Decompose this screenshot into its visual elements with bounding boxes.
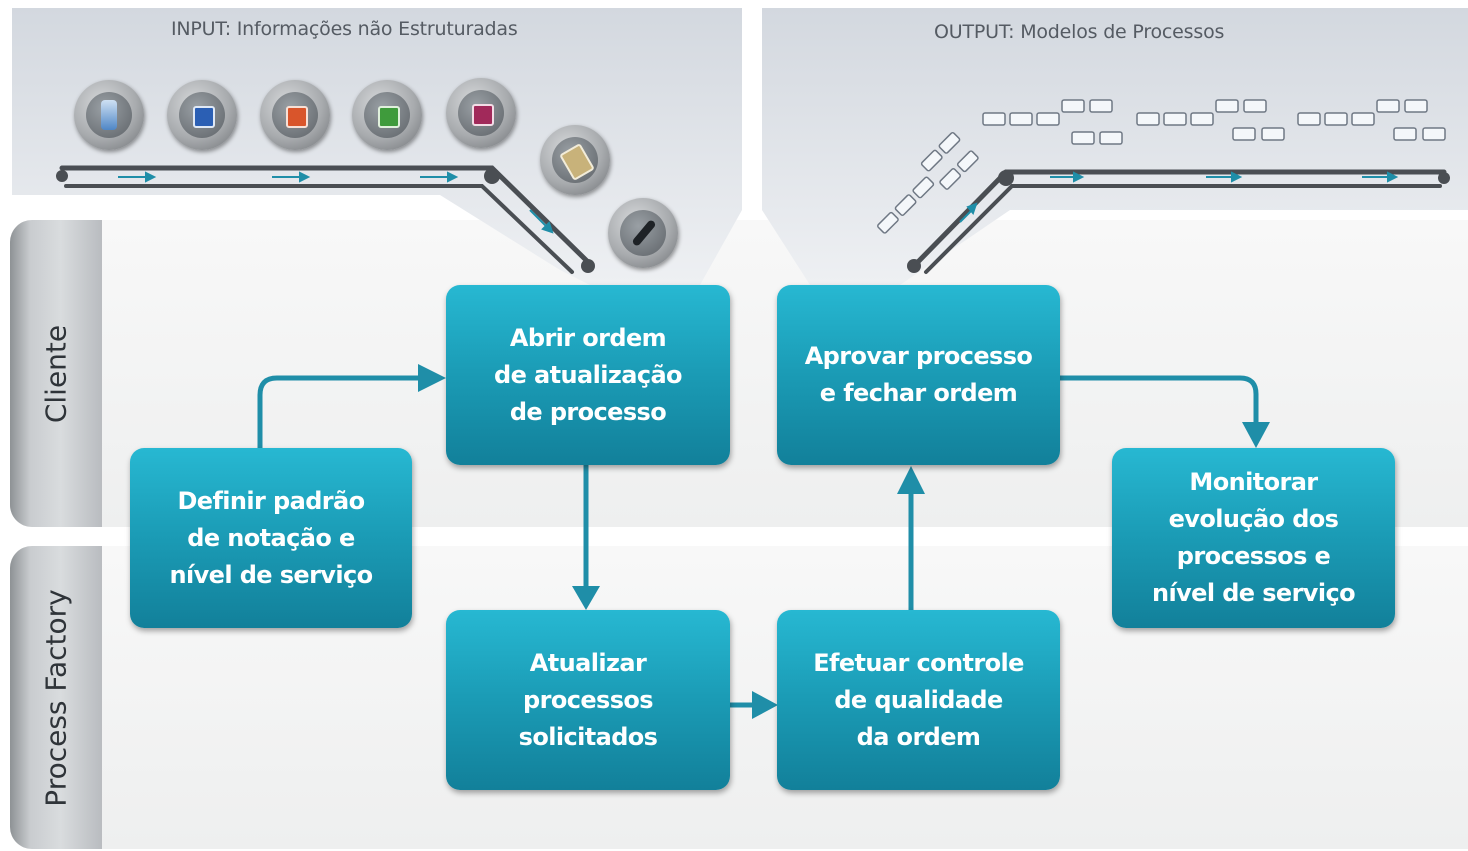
arrowhead-aprovar <box>897 466 925 494</box>
process-model-icons <box>877 99 1446 234</box>
clipboard-icon <box>540 125 610 195</box>
process-model-group-1 <box>982 99 1123 145</box>
lane-cliente-label: Cliente <box>10 220 102 527</box>
access-icon <box>446 78 516 148</box>
input-panel-title: INPUT: Informações não Estruturadas <box>171 18 518 40</box>
arrowhead-efetuar <box>752 691 778 719</box>
arrowhead-monitorar <box>1242 422 1270 448</box>
process-model-group-3 <box>1297 99 1446 141</box>
output-panel-shape <box>762 8 1468 285</box>
box-aprovar-processo: Aprovar processo e fechar ordem <box>777 285 1060 465</box>
box-atualizar-processos-text: Atualizar processos solicitados <box>518 648 658 751</box>
process-model-rising-boxes <box>877 131 979 234</box>
lane-process-factory-label: Process Factory <box>10 546 102 849</box>
box-abrir-ordem-text: Abrir ordem de atualização de processo <box>494 323 682 426</box>
box-aprovar-processo-text: Aprovar processo e fechar ordem <box>804 342 1033 407</box>
word-document-icon <box>167 80 237 150</box>
box-monitorar: Monitorar evolução dos processos e nível… <box>1112 448 1395 628</box>
arrow-aprovar-to-monitorar <box>1060 375 1259 424</box>
output-panel-title: OUTPUT: Modelos de Processos <box>934 21 1225 43</box>
excel-icon <box>352 80 422 150</box>
box-efetuar-controle: Efetuar controle de qualidade da ordem <box>777 610 1060 790</box>
mobile-device-icon <box>74 80 144 150</box>
arrow-definir-to-abrir <box>257 375 420 448</box>
box-definir-padrao-text: Definir padrão de notação e nível de ser… <box>169 486 373 589</box>
box-monitorar-text: Monitorar evolução dos processos e nível… <box>1151 468 1356 607</box>
arrowhead-atualizar <box>572 586 600 610</box>
box-definir-padrao: Definir padrão de notação e nível de ser… <box>130 448 412 628</box>
arrowhead-abrir <box>418 364 446 392</box>
box-abrir-ordem: Abrir ordem de atualização de processo <box>446 285 730 465</box>
box-atualizar-processos: Atualizar processos solicitados <box>446 610 730 790</box>
process-model-group-2 <box>1136 99 1285 141</box>
powerpoint-icon <box>260 80 330 150</box>
box-efetuar-controle-text: Efetuar controle de qualidade da ordem <box>813 648 1024 751</box>
microphone-icon <box>608 198 678 268</box>
